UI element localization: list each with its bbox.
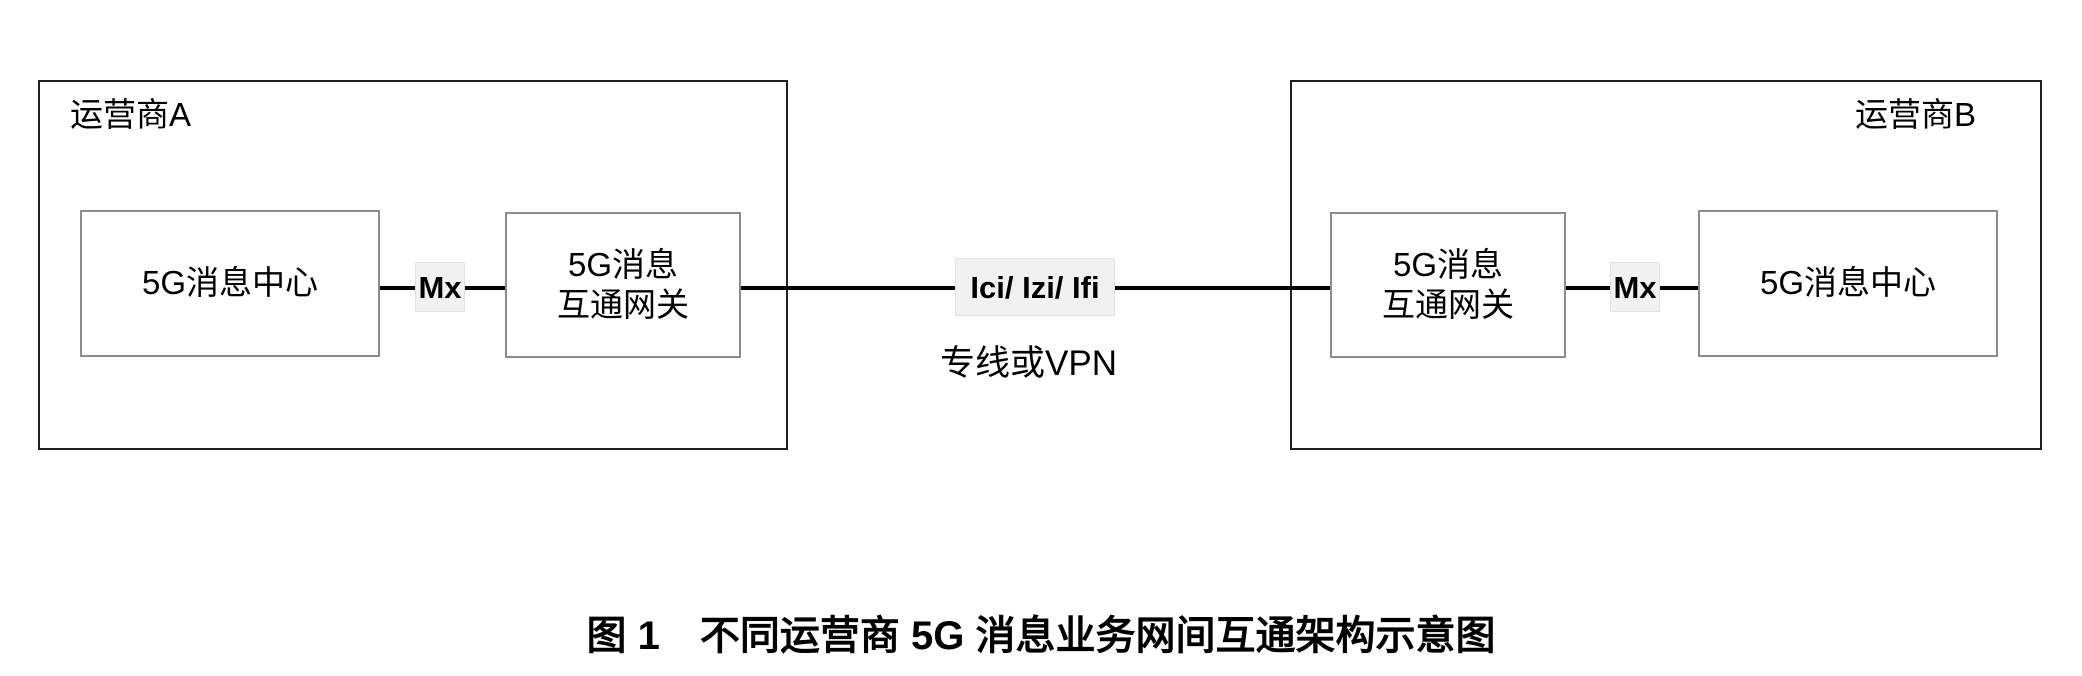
transport-note-label: 专线或VPN	[940, 344, 1117, 383]
operator-a-message-center-label: 5G消息中心	[141, 264, 319, 302]
operator-b-message-center-node: 5G消息中心	[1698, 210, 1998, 357]
operator-b-message-center-label: 5G消息中心	[1759, 264, 1937, 302]
interface-label-mx-operator-b: Mx	[1610, 262, 1660, 312]
link-operator-a-mx-to-gateway	[463, 286, 508, 290]
operator-b-interworking-gateway-node: 5G消息 互通网关	[1330, 212, 1566, 358]
interface-label-ici-izi-ifi: Ici/ Izi/ Ifi	[955, 258, 1115, 316]
figure-caption: 图 1 不同运营商 5G 消息业务网间互通架构示意图	[586, 614, 1496, 658]
operator-b-label: 运营商B	[1855, 96, 1977, 133]
interface-label-mx-operator-a: Mx	[415, 262, 465, 312]
operator-a-label: 运营商A	[70, 96, 192, 133]
operator-a-message-center-node: 5G消息中心	[80, 210, 380, 357]
operator-b-interworking-gateway-label: 5G消息 互通网关	[1382, 245, 1514, 323]
link-operator-b-mx-to-center	[1654, 286, 1701, 290]
link-operator-b-gateway-to-mx	[1566, 286, 1611, 290]
link-operator-a-center-to-mx	[380, 286, 420, 290]
operator-a-container	[38, 80, 788, 450]
operator-b-container	[1290, 80, 2042, 450]
operator-a-interworking-gateway-node: 5G消息 互通网关	[505, 212, 741, 358]
operator-a-interworking-gateway-label: 5G消息 互通网关	[557, 245, 689, 323]
